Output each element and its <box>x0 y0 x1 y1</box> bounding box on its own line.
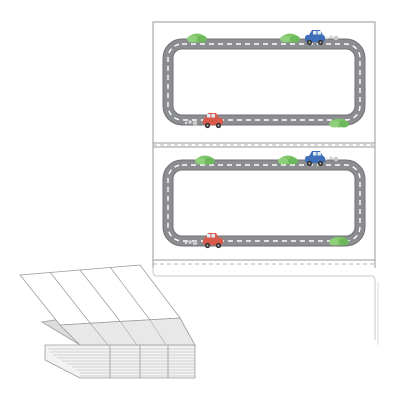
label-1 <box>152 21 376 144</box>
sheet-continuation <box>152 268 376 340</box>
fanfold-stack-icon <box>19 264 197 379</box>
label-sheet <box>152 21 379 345</box>
label-2 <box>152 146 376 261</box>
